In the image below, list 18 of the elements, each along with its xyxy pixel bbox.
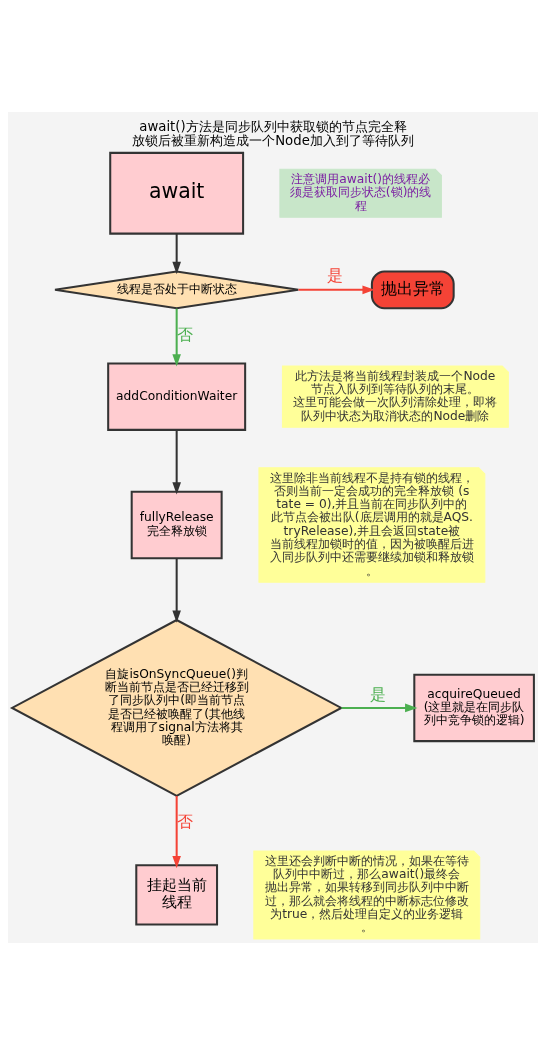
arrow [172,430,181,495]
edge-label: 是 [369,684,386,704]
arrow [172,233,181,275]
diagram-title: await()方法是同步队列中获取锁的节点完全释放锁后被重新构造成一个Node加入到了等待队列 [132,118,414,149]
node-diamond: 线程是否处于中断状态 [53,270,300,310]
node-box: fullyRelease 完全释放锁 [130,490,223,560]
arrow [172,308,181,367]
node-box: addConditionWaiter [107,362,247,431]
arrow [172,796,181,869]
node-box: 挂起当前线程 [135,864,219,926]
arrow [172,558,181,623]
node-box: acquireQueued (这里就是在同步队列中竞争锁的逻辑) [413,673,535,743]
node-box: 抛出异常 [370,270,455,310]
node-diamond: 自旋isOnSyncQueue()判断当前节点是否已经迁移到了同步队列中(即当前节点是否已经被唤醒了(其他线程调用了signal方法将其唤醒) [9,618,344,797]
arrow [298,285,375,295]
arrow [341,703,418,713]
node-box: await [109,151,245,235]
edge-label: 是 [327,266,344,286]
